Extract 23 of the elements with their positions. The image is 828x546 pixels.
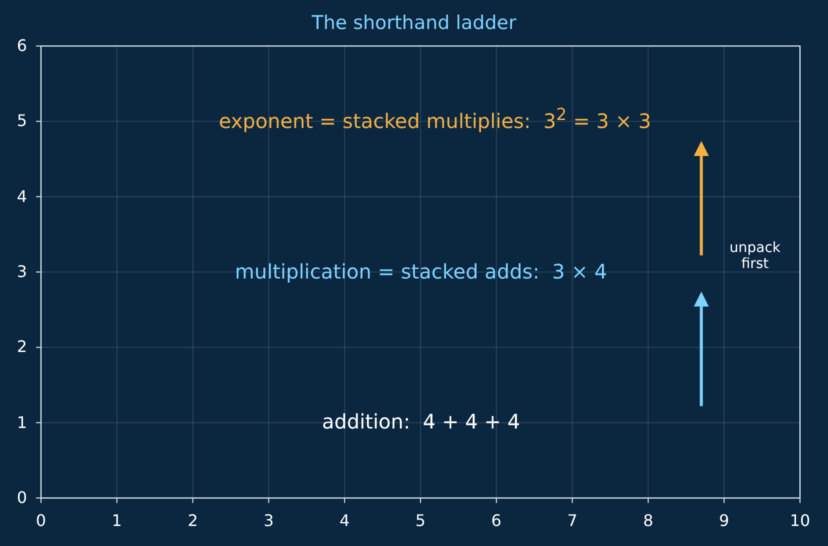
axis-tick-label: 10: [790, 512, 810, 530]
axis-tick-label: 2: [188, 512, 198, 530]
axis-tick-label: 9: [719, 512, 730, 530]
axis-tick-label: 3: [264, 512, 274, 530]
axis-tick-label: 4: [16, 187, 28, 206]
axis-tick-label: 0: [16, 488, 28, 508]
axis-tick-label: 6: [16, 36, 28, 56]
equation-label: addition: 4 + 4 + 4: [322, 410, 520, 434]
axis-tick-label: 8: [643, 512, 654, 530]
axis-tick-label: 0: [36, 512, 46, 530]
equation-label: multiplication = stacked adds: 3 × 4: [234, 260, 608, 284]
axis-tick-label: 1: [112, 512, 122, 530]
note-label: unpack first: [728, 240, 782, 272]
equation-label: exponent = stacked multiplies: 3$^{2}$ = 3 × 3: [218, 106, 652, 134]
chart-title: The shorthand ladder: [312, 13, 516, 35]
axis-tick-label: 5: [415, 512, 426, 530]
axis-tick-label: 6: [491, 512, 502, 530]
axis-tick-label: 5: [16, 112, 28, 131]
axis-tick-label: 7: [567, 512, 578, 530]
axis-tick-label: 1: [16, 413, 28, 432]
axis-tick-label: 4: [340, 512, 350, 530]
axis-tick-label: 3: [16, 262, 28, 282]
axis-tick-label: 2: [16, 338, 28, 357]
